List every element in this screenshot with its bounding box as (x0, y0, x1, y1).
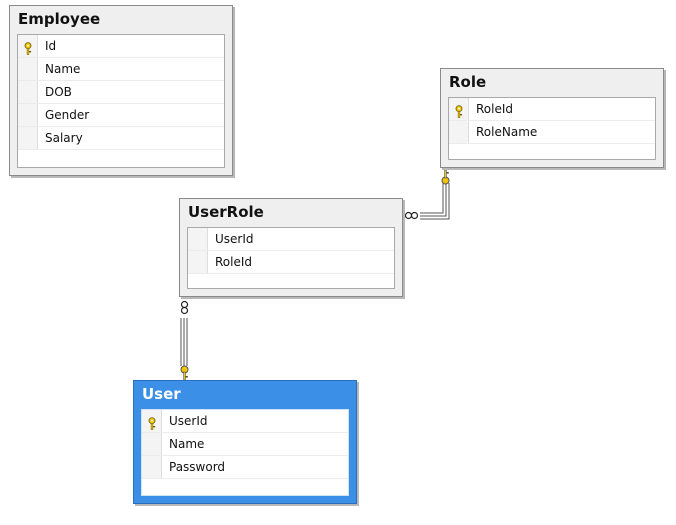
column-row[interactable]: DOB (18, 81, 224, 104)
column-row[interactable]: UserId (188, 228, 394, 251)
column-row[interactable]: Password (142, 456, 348, 479)
column-name: Name (45, 62, 81, 76)
relationship-userrole-user[interactable] (180, 318, 188, 366)
relationship-userrole-role[interactable] (420, 183, 450, 220)
column-row[interactable]: RoleId (449, 98, 655, 121)
row-selector[interactable] (449, 98, 469, 120)
column-row[interactable]: Gender (18, 104, 224, 127)
column-name: Gender (45, 108, 90, 122)
column-name: RoleName (476, 125, 538, 139)
row-selector[interactable] (18, 58, 38, 80)
row-selector[interactable] (188, 251, 208, 273)
column-name: Password (169, 460, 226, 474)
table-title: User (142, 385, 181, 403)
row-selector[interactable] (18, 127, 38, 149)
column-name: RoleId (476, 102, 514, 116)
row-selector[interactable] (142, 456, 162, 478)
column-name: DOB (45, 85, 72, 99)
column-row[interactable]: Name (18, 58, 224, 81)
row-selector[interactable] (142, 433, 162, 455)
column-row[interactable]: Salary (18, 127, 224, 150)
row-selector[interactable] (142, 410, 162, 432)
column-name: RoleId (215, 255, 253, 269)
column-row[interactable]: UserId (142, 410, 348, 433)
key-icon (441, 169, 450, 185)
infinity-icon (404, 211, 419, 220)
row-selector[interactable] (18, 35, 38, 57)
row-selector[interactable] (18, 81, 38, 103)
column-row[interactable]: RoleName (449, 121, 655, 144)
column-name: Salary (45, 131, 83, 145)
row-selector[interactable] (18, 104, 38, 126)
key-icon (23, 40, 33, 55)
table-title: Employee (18, 10, 101, 28)
column-row[interactable]: RoleId (188, 251, 394, 274)
key-icon (147, 415, 157, 430)
table-title: Role (449, 73, 487, 91)
key-icon (454, 103, 464, 118)
column-row[interactable]: Id (18, 35, 224, 58)
column-name: Name (169, 437, 205, 451)
column-row[interactable]: Name (142, 433, 348, 456)
key-icon (180, 365, 189, 381)
row-selector[interactable] (449, 121, 469, 143)
column-name: Id (45, 39, 57, 53)
table-title: UserRole (188, 203, 264, 221)
column-name: UserId (169, 414, 208, 428)
column-name: UserId (215, 232, 254, 246)
infinity-icon (180, 300, 189, 315)
row-selector[interactable] (188, 228, 208, 250)
